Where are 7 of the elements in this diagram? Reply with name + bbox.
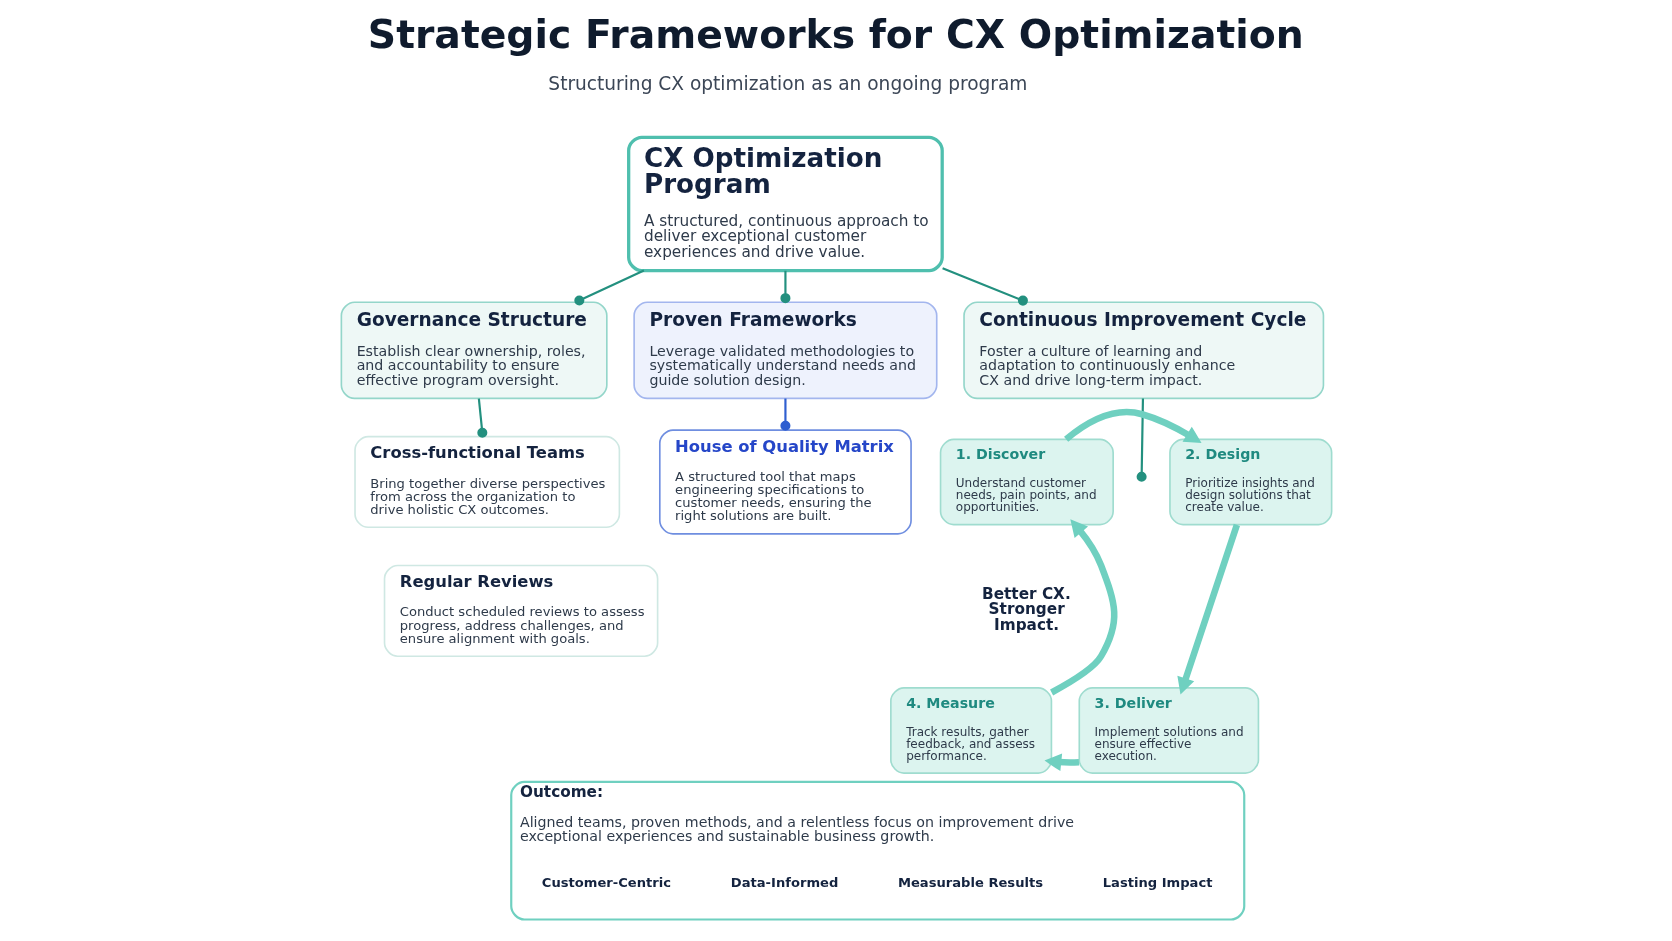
node-text: Data-Informed <box>730 874 838 890</box>
node-text: Measurable Results <box>897 874 1043 890</box>
label: Better CX. Stronger Impact. <box>981 585 1071 634</box>
diagram-title: Strategic Frameworks for CX Optimization <box>367 11 1304 57</box>
node-text: Customer-Centric <box>541 874 671 890</box>
node-text: Lasting Impact <box>1102 874 1212 890</box>
label: Structuring CX optimization as an ongoing program <box>547 72 1027 94</box>
